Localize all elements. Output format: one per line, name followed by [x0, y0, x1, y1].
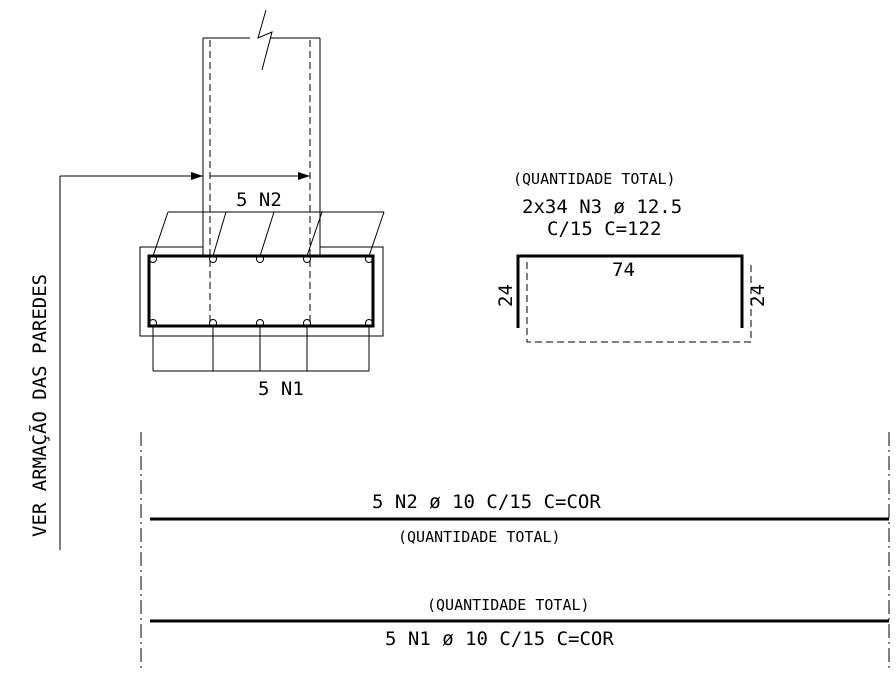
arrow-right-icon — [298, 172, 310, 180]
n2-spec: 5 N2 ø 10 C/15 C=COR — [372, 491, 601, 513]
n3-spec-line1: 2x34 N3 ø 12.5 — [522, 196, 682, 218]
n1-spec: 5 N1 ø 10 C/15 C=COR — [385, 628, 614, 650]
n3-dim-left: 24 — [495, 284, 517, 307]
n2-leader-lines — [152, 211, 385, 257]
wall-note: VER ARMAÇÃO DAS PAREDES — [28, 274, 51, 537]
bottom-bar-label: 5 N1 — [258, 378, 304, 400]
n2-quantity-note: (QUANTIDADE TOTAL) — [398, 528, 561, 546]
n1-quantity-note: (QUANTIDADE TOTAL) — [427, 596, 590, 614]
wall-stem — [202, 9, 321, 326]
n3-dim-right: 24 — [747, 284, 769, 307]
n1-bar-loop — [147, 254, 375, 328]
n3-bar-shape — [516, 254, 752, 343]
n3-spec-line2: C/15 C=122 — [547, 218, 661, 240]
footing-section — [139, 246, 384, 337]
section-boundaries — [140, 432, 890, 672]
wall-note-leader — [59, 172, 310, 550]
arrow-right-icon — [191, 172, 203, 180]
n3-quantity-note: (QUANTIDADE TOTAL) — [513, 170, 676, 188]
n3-dim-top: 74 — [612, 259, 635, 281]
break-line-symbol — [257, 9, 273, 71]
n1-leader-lines — [152, 326, 370, 372]
top-bar-label: 5 N2 — [236, 189, 282, 211]
